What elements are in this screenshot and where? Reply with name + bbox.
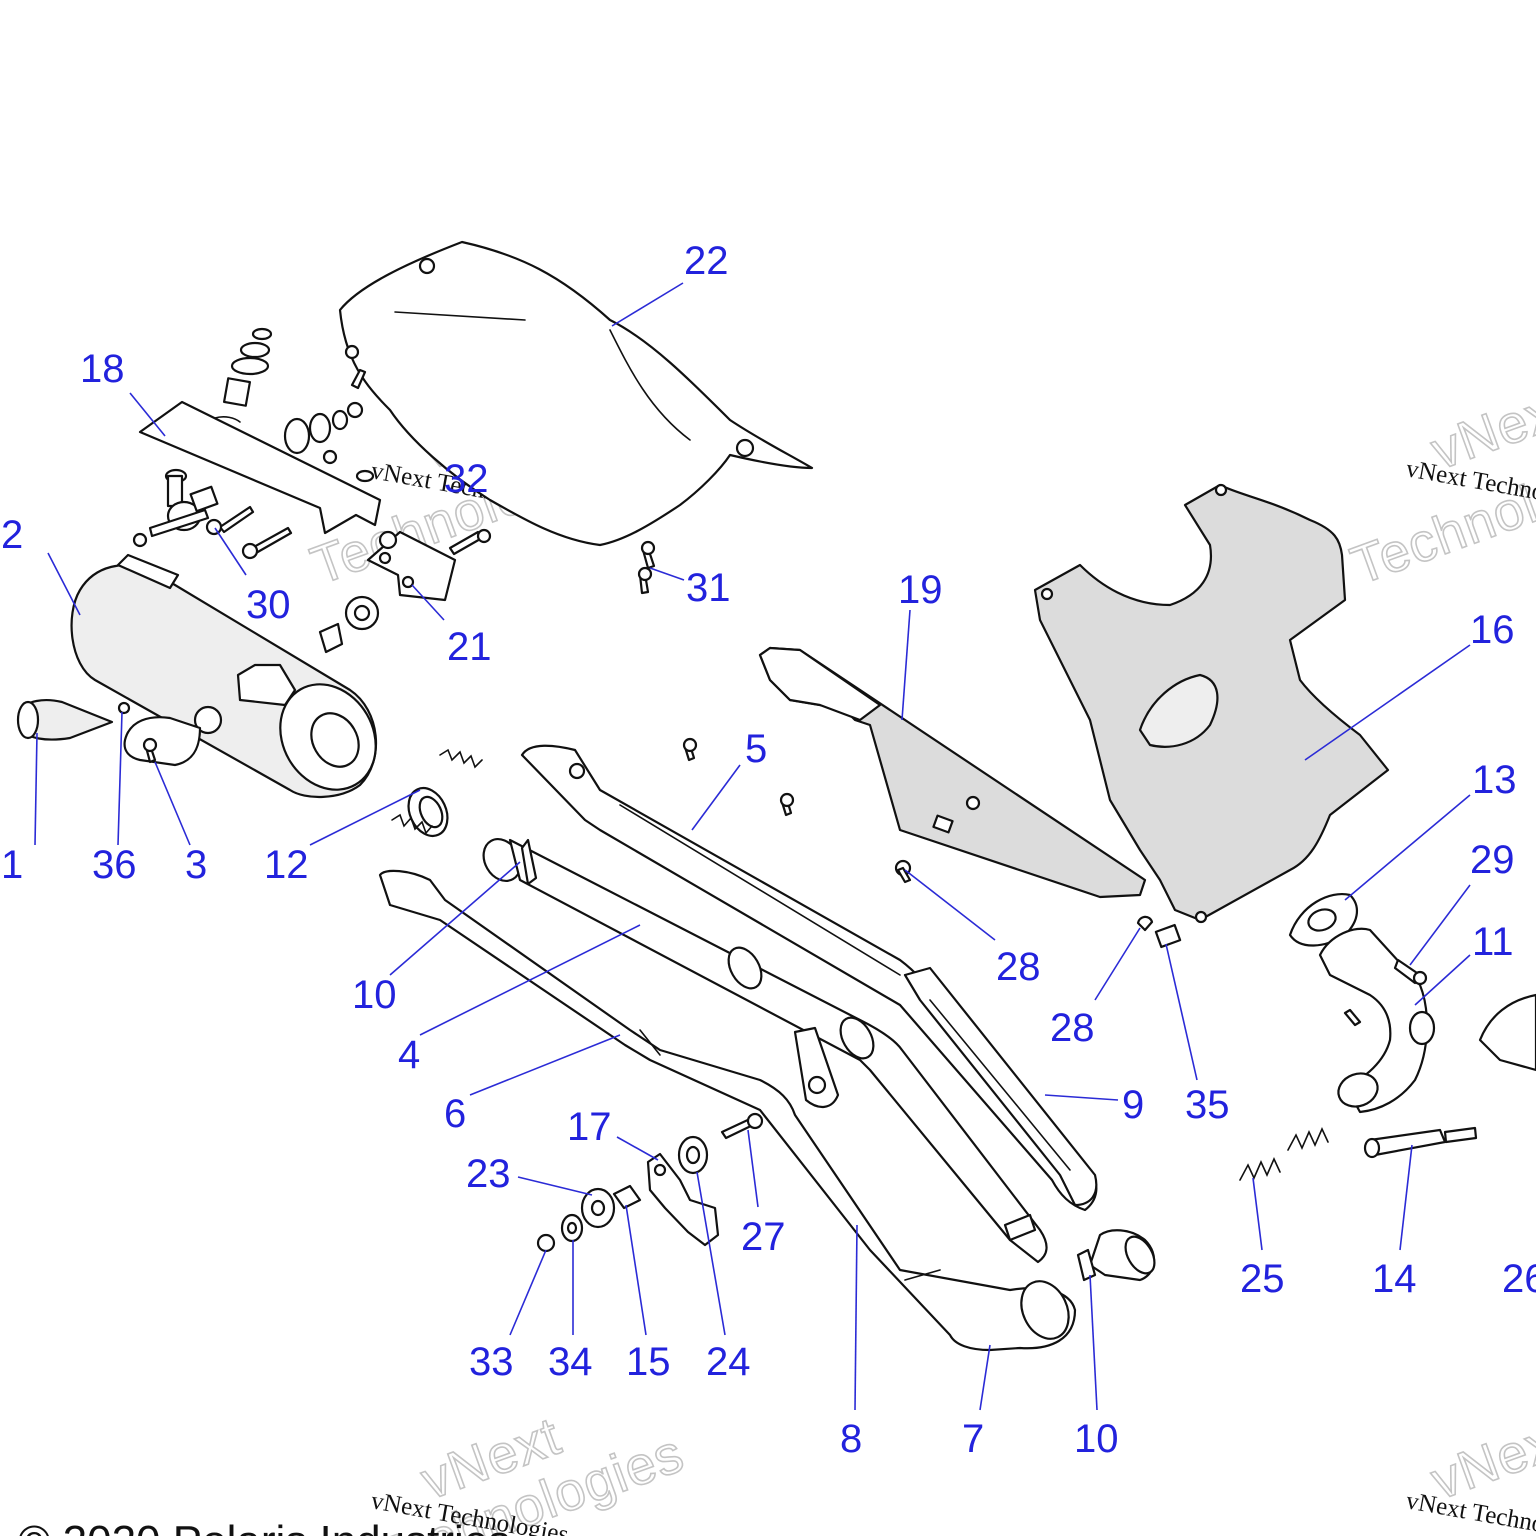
part-heat-shield-upper — [338, 240, 814, 547]
callout-21: 21 — [447, 625, 492, 669]
part-heat-shield-19 — [758, 646, 1147, 899]
copyright-notice: © 2020 Polaris Industries — [18, 1517, 510, 1536]
callout-18: 18 — [80, 347, 125, 391]
callout-27: 27 — [741, 1215, 786, 1259]
callout-12: 12 — [264, 843, 309, 887]
callout-10-upper: 10 — [352, 973, 397, 1017]
part-pipe-shield-9 — [903, 966, 1098, 1207]
callout-32: 32 — [444, 457, 489, 501]
part-springs-and-sensor — [1239, 1126, 1478, 1181]
callout-23: 23 — [466, 1152, 511, 1196]
callout-4: 4 — [398, 1033, 420, 1077]
callout-26: 26 — [1502, 1257, 1536, 1301]
callout-15: 15 — [626, 1340, 671, 1384]
callout-3: 3 — [185, 843, 207, 887]
callout-35: 35 — [1185, 1083, 1230, 1127]
part-heat-shield-muffler — [132, 327, 382, 548]
callout-6: 6 — [444, 1092, 466, 1136]
callout-labels: 1 2 3 4 5 6 7 8 9 10 10 11 12 13 14 15 1… — [1, 239, 1536, 1461]
part-pipe-lower — [378, 869, 1077, 1352]
callout-9: 9 — [1122, 1083, 1144, 1127]
callout-24: 24 — [706, 1340, 751, 1384]
callout-1: 1 — [1, 843, 23, 887]
callout-16: 16 — [1470, 608, 1515, 652]
part-heat-shield-16 — [1033, 483, 1390, 924]
callout-31: 31 — [686, 566, 731, 610]
part-pipe-clamp-lower — [1003, 1213, 1156, 1282]
callout-34: 34 — [548, 1340, 593, 1384]
callout-14: 14 — [1372, 1257, 1417, 1301]
callout-22: 22 — [684, 239, 729, 283]
callout-33: 33 — [469, 1340, 514, 1384]
callout-28-lower: 28 — [1050, 1006, 1095, 1050]
part-bolts-31 — [637, 540, 656, 595]
callout-28-upper: 28 — [996, 945, 1041, 989]
callout-36: 36 — [92, 843, 137, 887]
callout-13: 13 — [1472, 758, 1517, 802]
part-bracket — [318, 528, 492, 654]
callout-17: 17 — [567, 1105, 612, 1149]
callout-2: 2 — [1, 513, 23, 557]
part-clamp-and-springs — [391, 748, 483, 838]
part-tip — [16, 699, 158, 764]
callout-19: 19 — [898, 568, 943, 612]
callout-10-lower: 10 — [1074, 1417, 1119, 1461]
callout-11: 11 — [1472, 920, 1514, 964]
callout-5: 5 — [745, 727, 767, 771]
part-fasteners-28-35 — [682, 737, 1182, 949]
part-head-pipe-11 — [1288, 892, 1536, 1114]
part-pipe-middle — [482, 838, 1048, 1264]
leader-lines — [34, 282, 1471, 1411]
part-hardware-lower — [536, 1112, 764, 1253]
callout-30: 30 — [246, 583, 291, 627]
callout-25: 25 — [1240, 1257, 1285, 1301]
callout-8: 8 — [840, 1417, 862, 1461]
part-muffler — [70, 553, 378, 799]
callout-7: 7 — [962, 1417, 984, 1461]
part-mount-hardware — [205, 368, 375, 560]
callout-29: 29 — [1470, 838, 1515, 882]
